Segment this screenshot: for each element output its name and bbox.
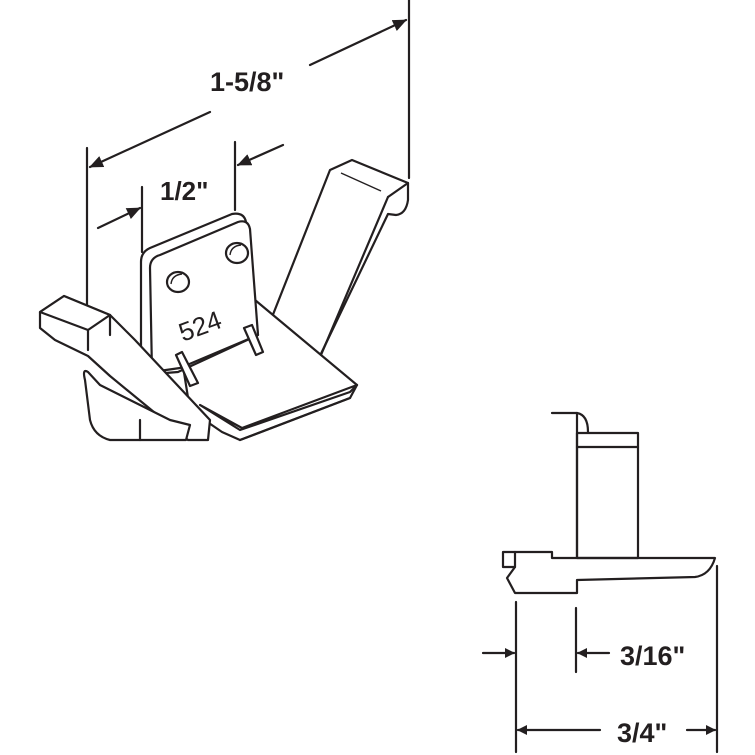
isometric-view: 1-5/8" 1/2" 524 <box>38 0 411 442</box>
dimension-label-base-width: 3/4" <box>617 718 667 748</box>
dimension-label-overall-length: 1-5/8" <box>210 67 284 97</box>
locking-tab-left <box>174 350 200 388</box>
dimension-arrow-plate-right <box>236 143 285 167</box>
profile-lip <box>575 411 590 434</box>
locking-tab-right <box>242 323 265 357</box>
dimension-label-plate-width: 1/2" <box>160 176 208 206</box>
lever-arm <box>38 294 212 442</box>
center-plate: 524 <box>139 212 265 388</box>
profile-outline <box>501 411 717 595</box>
profile-plate <box>575 431 640 560</box>
side-profile-view: 3/16" 3/4" <box>481 411 719 754</box>
dimension-arrow-plate-left <box>96 206 142 230</box>
dimension-arrow-overall-left <box>88 110 212 169</box>
dimension-label-flange-offset: 3/16" <box>620 641 685 671</box>
dimension-arrow-overall-right <box>308 18 408 67</box>
